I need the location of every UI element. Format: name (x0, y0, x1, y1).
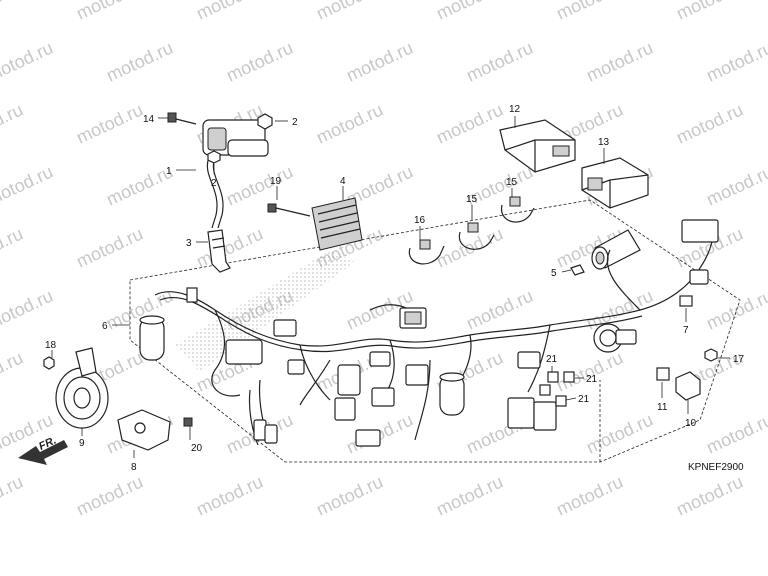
callout-20: 20 (191, 443, 203, 454)
watermark-text: motod.ru (73, 471, 146, 519)
callout-labels: 14 2 1 2 3 19 4 12 13 16 15 15 5 6 7 18 … (45, 104, 745, 473)
bolt-20 (183, 417, 193, 427)
part-10 (675, 371, 701, 401)
spark-plug-cap (207, 229, 231, 273)
callout-21-low: 21 (578, 394, 590, 405)
watermark-text: motod.ru (0, 285, 56, 333)
watermark-text: motod.ru (193, 0, 266, 24)
callout-13: 13 (598, 137, 610, 148)
watermark-text: motod.ru (103, 37, 176, 85)
watermark-text: motod.ru (73, 223, 146, 271)
watermark-text: motod.ru (673, 471, 746, 519)
watermark-text: motod.ru (673, 99, 746, 147)
watermark-text: motod.ru (193, 223, 266, 271)
bolt-14 (167, 112, 197, 125)
watermark-text: motod.ru (223, 37, 296, 85)
watermark-text: motod.ru (73, 99, 146, 147)
watermark-text: motod.ru (0, 0, 26, 24)
callout-10: 10 (685, 418, 697, 429)
clamp-16 (408, 239, 445, 265)
watermark-text: motod.ru (343, 37, 416, 85)
watermark-text: motod.ru (0, 99, 26, 147)
watermark-text: motod.ru (73, 0, 146, 24)
watermark-text: motod.ru (553, 0, 626, 24)
regulator-shading (175, 250, 355, 372)
callout-14: 14 (143, 114, 155, 125)
watermark-text: motod.ru (673, 0, 746, 24)
watermark-text: motod.ru (583, 285, 656, 333)
callout-2-lower: 2 (211, 178, 217, 189)
callout-15-left: 15 (466, 194, 478, 205)
callout-3: 3 (186, 238, 192, 249)
callout-18: 18 (45, 340, 57, 351)
watermark-text: motod.ru (193, 471, 266, 519)
horn (55, 347, 109, 429)
watermark-text: motod.ru (463, 285, 536, 333)
clamp-15-right (501, 196, 535, 223)
diagram-code: KPNEF2900 (688, 462, 744, 473)
watermark-layer: motod.ru motod.ru motod.ru motod.ru motod.ru… (0, 0, 768, 520)
regulator-rectifier (311, 197, 363, 251)
watermark-text: motod.ru (583, 37, 656, 85)
watermark-text: motod.ru (313, 99, 386, 147)
ignition-coil (202, 119, 269, 229)
watermark-text: motod.ru (703, 161, 768, 209)
watermark-text: motod.ru (433, 471, 506, 519)
watermark-text: motod.ru (703, 409, 768, 457)
callout-11: 11 (657, 402, 668, 413)
part-7 (679, 295, 693, 307)
callout-9: 9 (79, 438, 85, 449)
part-5 (570, 264, 585, 276)
callout-19: 19 (270, 176, 282, 187)
callout-7: 7 (683, 325, 689, 336)
nut-2-lower (207, 150, 221, 164)
callout-1: 1 (166, 166, 172, 177)
clamp-15-left (458, 222, 495, 250)
callout-16: 16 (414, 215, 426, 226)
watermark-text: motod.ru (0, 223, 26, 271)
part-11 (656, 367, 670, 381)
watermark-text: motod.ru (223, 161, 296, 209)
callout-2-upper: 2 (292, 117, 298, 128)
leader-lines (51, 116, 730, 458)
starter-relay (591, 229, 641, 270)
callout-15-right: 15 (506, 177, 518, 188)
nut-2-upper (257, 113, 273, 130)
bolt-19 (267, 203, 311, 217)
relay-box-13 (581, 157, 649, 209)
bracket-8 (117, 409, 171, 451)
watermark-text: motod.ru (0, 161, 56, 209)
watermark-text: motod.ru (0, 347, 26, 395)
watermark-text: motod.ru (0, 471, 26, 519)
bolt-17 (704, 348, 718, 362)
front-direction-arrow: FR. (18, 435, 68, 465)
watermark-text: motod.ru (703, 37, 768, 85)
callout-21-mid: 21 (586, 374, 598, 385)
watermark-text: motod.ru (433, 0, 506, 24)
callout-4: 4 (340, 176, 346, 187)
bolt-18 (43, 356, 55, 370)
callout-6: 6 (102, 321, 108, 332)
callout-21-top: 21 (546, 354, 558, 365)
callout-17: 17 (733, 354, 745, 365)
control-unit-12 (499, 119, 576, 173)
callout-5: 5 (551, 268, 557, 279)
wire-harness (139, 219, 719, 447)
watermark-text: motod.ru (313, 0, 386, 24)
watermark-text: motod.ru (433, 99, 506, 147)
watermark-text: motod.ru (583, 409, 656, 457)
watermark-text: motod.ru (703, 285, 768, 333)
watermark-text: motod.ru (313, 471, 386, 519)
watermark-text: motod.ru (553, 471, 626, 519)
callout-8: 8 (131, 462, 137, 473)
watermark-text: motod.ru (0, 37, 56, 85)
watermark-text: motod.ru (463, 37, 536, 85)
callout-12: 12 (509, 104, 521, 115)
